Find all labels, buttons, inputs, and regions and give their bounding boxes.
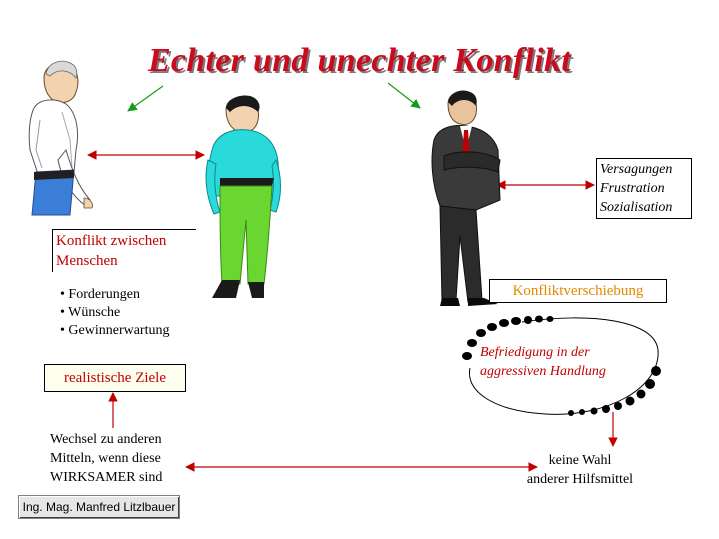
man-cyan-shirt-figure	[205, 95, 281, 298]
befriedigung-line2: aggressiven Handlung	[480, 364, 606, 379]
keine-wahl-text: keine Wahl anderer Hilfsmittel	[505, 451, 655, 489]
versagungen-line: Sozialisation	[600, 200, 673, 215]
versagungen-line: Versagungen	[600, 162, 673, 177]
wechsel-line2: Mitteln, wenn diese	[50, 451, 161, 466]
konflikt-box: Konflikt zwischen Menschen	[52, 229, 196, 272]
konflikt-line2: Menschen	[56, 253, 118, 269]
man-dark-suit-figure	[431, 90, 501, 306]
befriedigung-line1: Befriedigung in der	[480, 345, 590, 360]
author-credit-button[interactable]: Ing. Mag. Manfred Litzlbauer	[18, 495, 180, 519]
versagungen-line: Frustration	[600, 181, 665, 196]
keine-wahl-line2: anderer Hilfsmittel	[526, 472, 634, 487]
page-title: Echter und unechter Konflikt	[147, 42, 572, 79]
green-arrow-left	[127, 85, 164, 112]
realistic-goals-box: realistische Ziele	[44, 364, 186, 392]
versagungen-box: Versagungen Frustration Sozialisation	[596, 158, 692, 219]
wechsel-line1: Wechsel zu anderen	[50, 432, 162, 447]
konfliktverschiebung-box: Konfliktverschiebung	[489, 279, 667, 303]
bullet-list: Forderungen Wünsche Gewinnerwartung	[60, 286, 169, 340]
list-item: Forderungen	[60, 286, 169, 304]
konflikt-line1: Konflikt zwischen	[56, 233, 167, 249]
befriedigung-text: Befriedigung in der aggressiven Handlung	[480, 343, 606, 381]
list-item: Gewinnerwartung	[60, 322, 169, 340]
man-white-shirt-figure	[28, 60, 93, 216]
green-arrow-right	[387, 82, 421, 109]
wechsel-text: Wechsel zu anderen Mitteln, wenn diese W…	[50, 430, 162, 487]
wechsel-line3: WIRKSAMER sind	[50, 470, 163, 485]
bead-loop	[462, 315, 661, 416]
list-item: Wünsche	[60, 304, 169, 322]
keine-wahl-line1: keine Wahl	[548, 453, 612, 468]
